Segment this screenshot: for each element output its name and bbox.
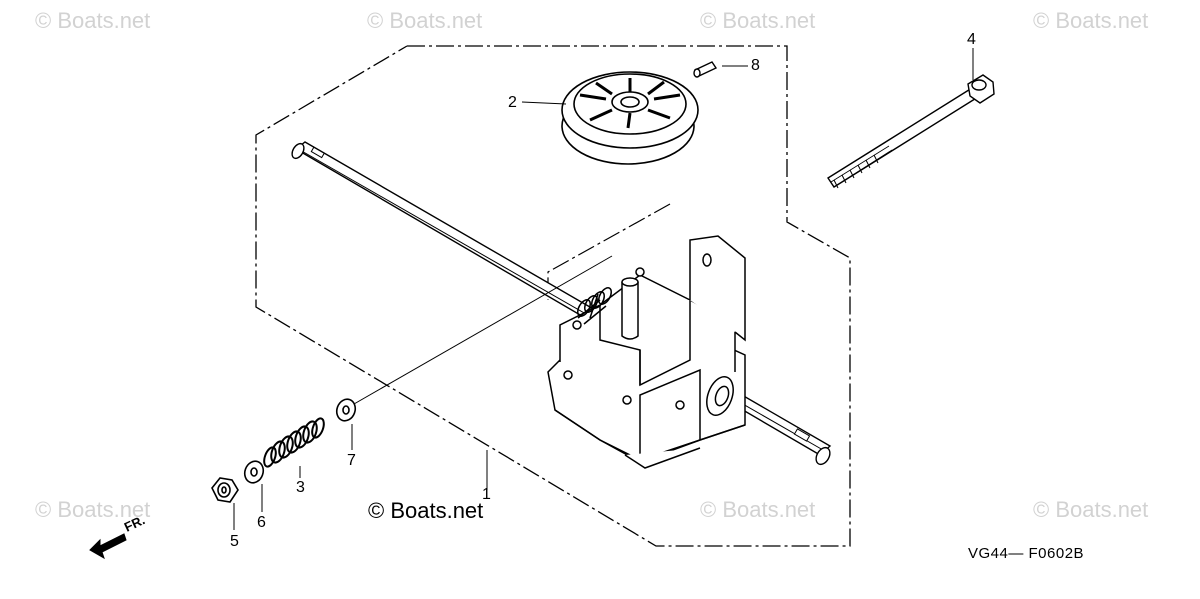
front-arrow-icon	[89, 533, 127, 560]
pulley	[561, 71, 699, 165]
leader-lines	[233, 48, 974, 530]
watermark: © Boats.net	[1033, 497, 1149, 522]
watermark: © Boats.net	[35, 8, 151, 33]
diagram-code: VG44— F0602B	[968, 545, 1085, 562]
thrust-washer	[335, 398, 357, 422]
watermark: © Boats.net	[1033, 8, 1149, 33]
watermark: © Boats.net	[35, 497, 151, 522]
callout-6: 6	[257, 514, 266, 531]
watermark: © Boats.net	[700, 8, 816, 33]
callout-7: 7	[347, 452, 356, 469]
center-watermark: © Boats.net	[368, 498, 484, 523]
axle-spring	[577, 287, 612, 317]
assembly-outline	[255, 45, 851, 547]
callout-4: 4	[967, 31, 976, 48]
flat-washer	[243, 460, 265, 484]
pin	[693, 61, 718, 78]
callout-3: 3	[296, 479, 305, 496]
callout-8: 8	[751, 57, 760, 74]
long-bolt	[827, 74, 995, 189]
compression-spring	[263, 417, 325, 468]
callout-1: 1	[482, 486, 491, 503]
watermark: © Boats.net	[367, 8, 483, 33]
callout-5: 5	[230, 533, 239, 550]
callout-2: 2	[508, 94, 517, 111]
watermark: © Boats.net	[700, 497, 816, 522]
long-axle	[291, 141, 832, 466]
transmission-case	[547, 235, 746, 469]
hex-nut	[211, 477, 239, 503]
